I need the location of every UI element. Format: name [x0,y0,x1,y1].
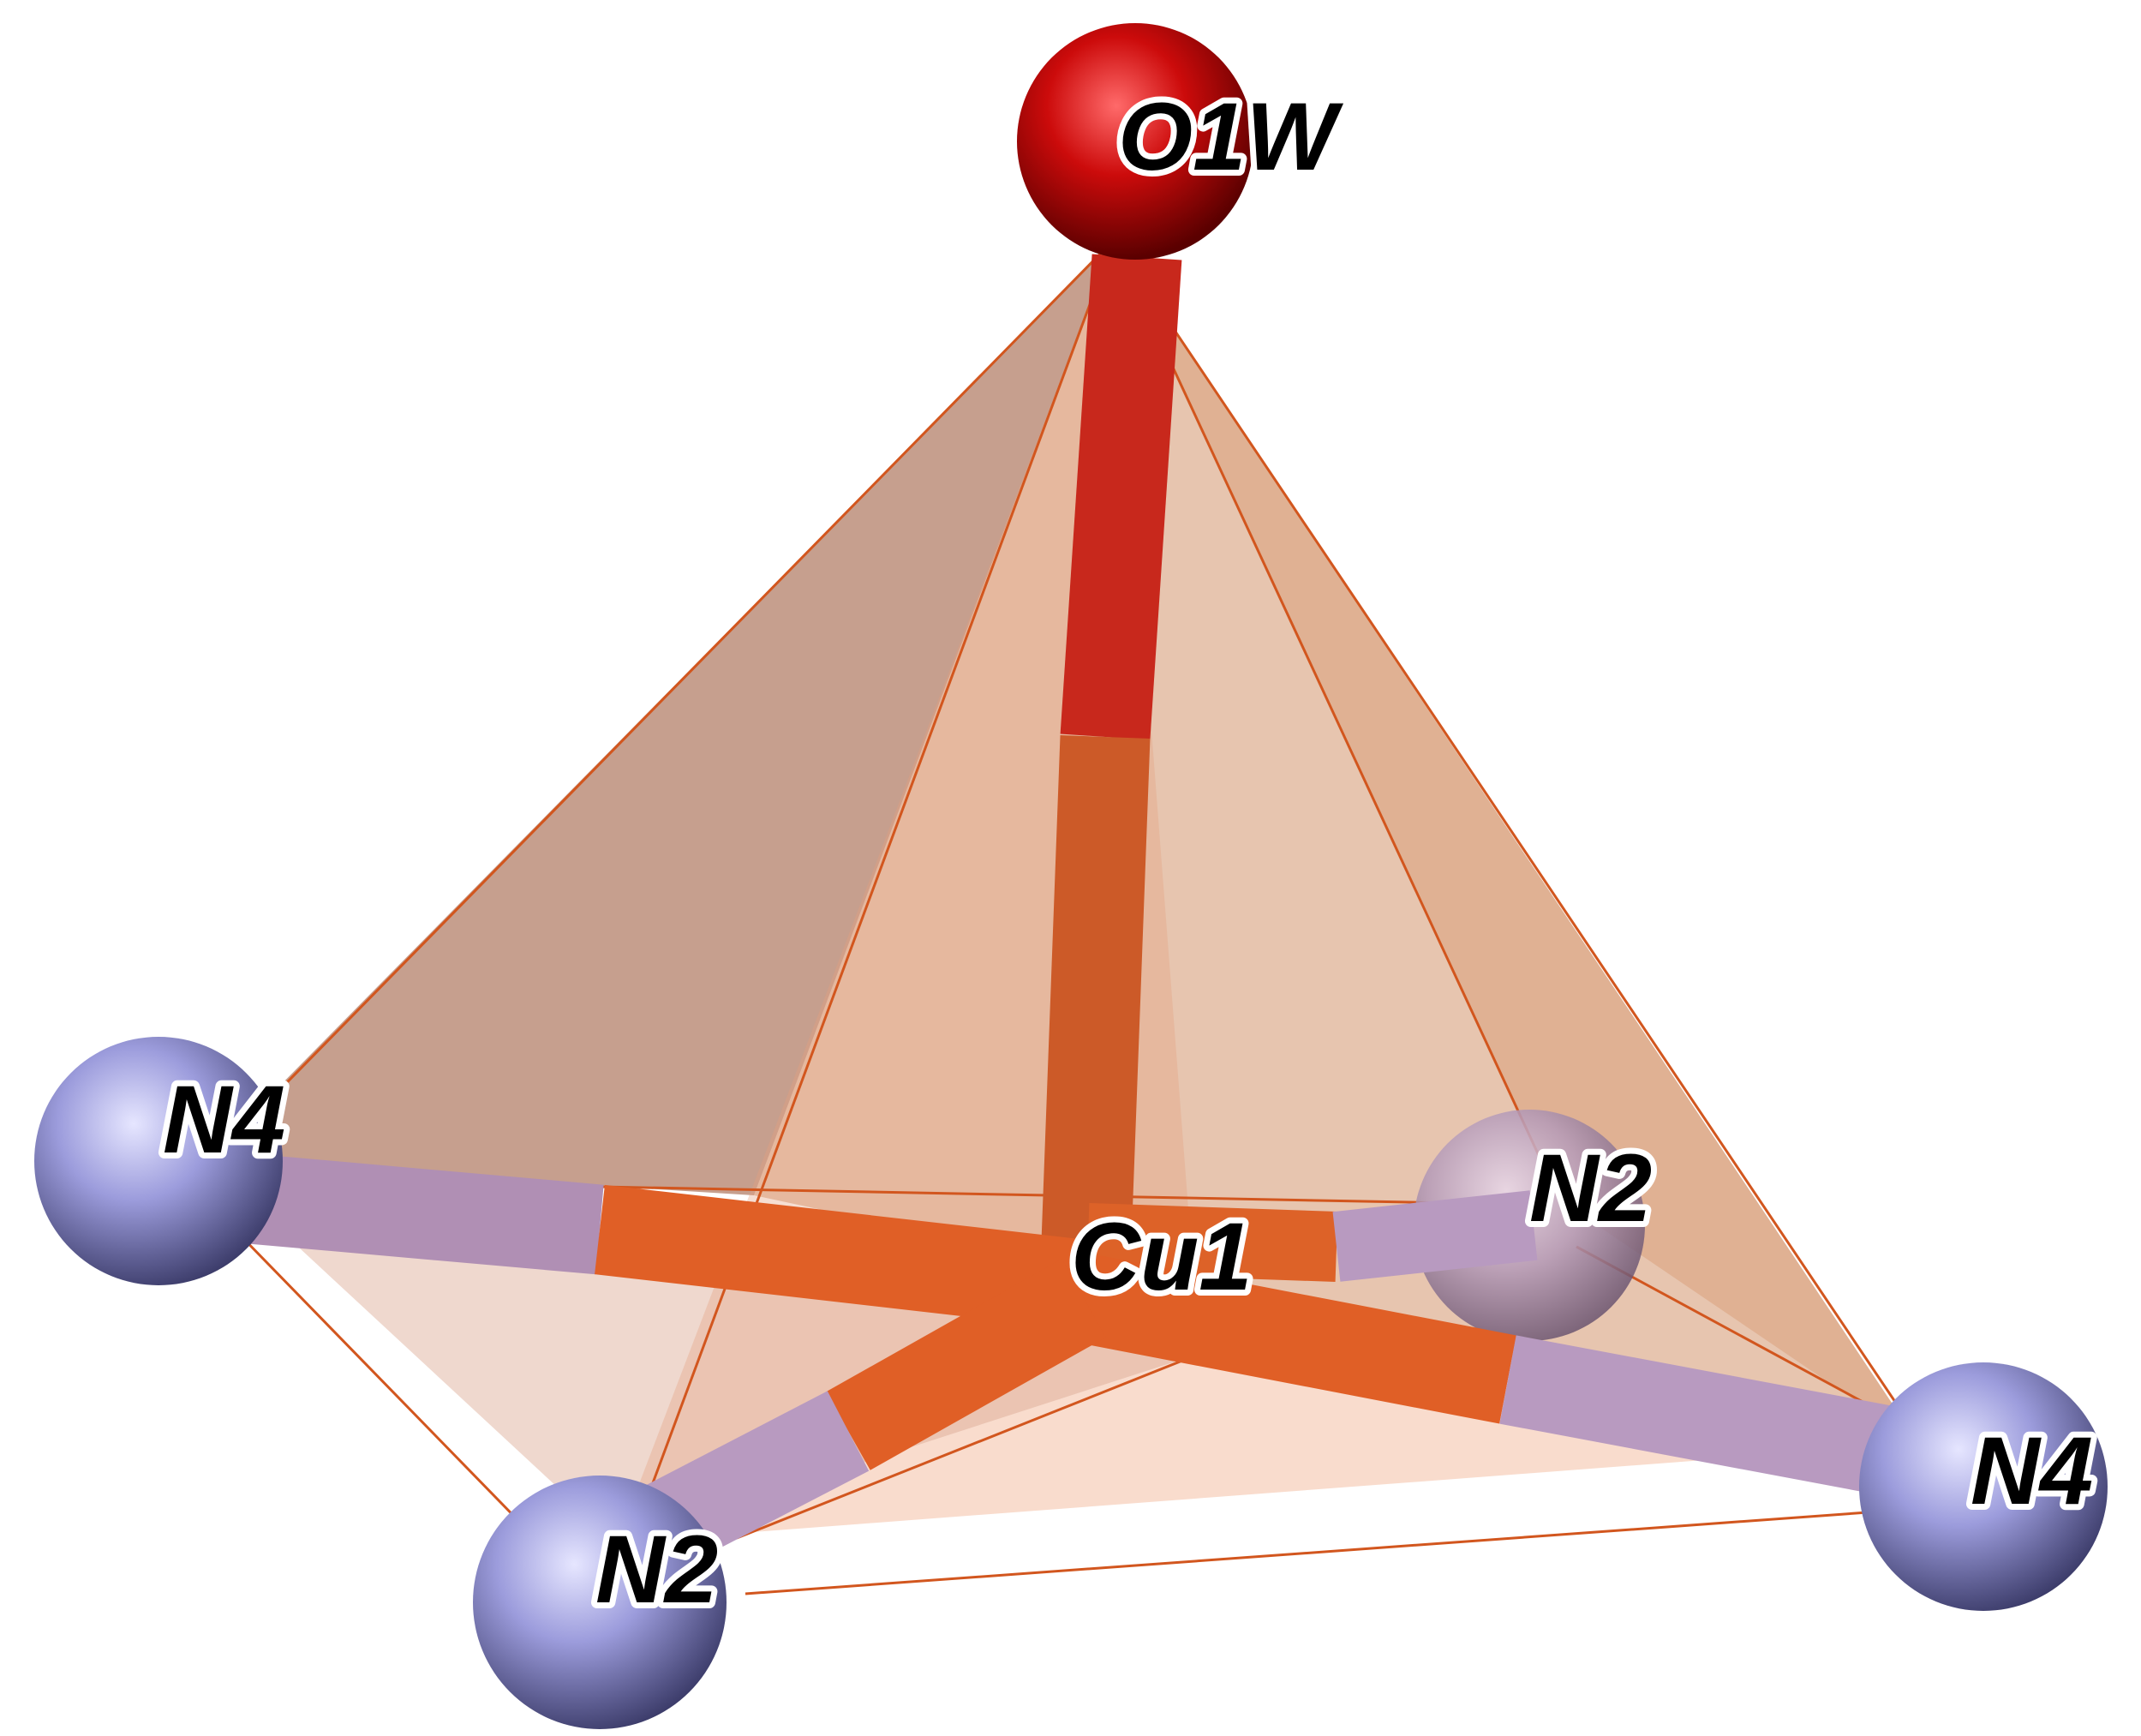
atom-n4-left [34,1037,283,1285]
label-n4-left: N4 [163,1066,285,1173]
polyhedron-face-bottom-right [617,1354,1919,1542]
bond-cu1-o1w-upper [1060,254,1182,740]
edge-o1w-n4left [204,238,1115,1167]
bond-cu1-n2front-cu [826,1259,1106,1470]
bond-cu1-n2back-cu [1086,1203,1338,1282]
edge-n4left-n2front [200,1194,533,1535]
bond-cu1-o1w-lower [1038,735,1151,1313]
edge-o1w-n2front [632,239,1115,1535]
edge-o1w-n4right [1112,239,1925,1445]
edge-n2front-inner [736,1352,1200,1540]
edge-n2front-n4right [745,1511,1869,1595]
bond-cu1-n4right-n [1499,1335,1928,1501]
label-n2-back: N2 [1529,1134,1652,1242]
bond-cu1-n4right-cu [1075,1254,1516,1424]
label-cu1: Cu1 [1071,1203,1253,1310]
label-n4-right: N4 [1971,1417,2093,1524]
atoms [34,23,2108,1729]
atom-n4-right [1859,1362,2108,1611]
bond-cu1-n2back-n [1332,1190,1538,1282]
atom-labels: O1W N4 N2 Cu1 N4 N2 [157,77,2099,1629]
polyhedron-face-back-left [206,240,1114,1195]
edge-o1w-n2back [1112,239,1561,1200]
atom-o1w [1017,23,1253,260]
atom-n2-front [473,1476,727,1729]
label-n2-front: N2 [595,1516,718,1623]
bond-cu1-n4left-cu [595,1184,1093,1331]
label-o1w: O1W [1118,83,1343,190]
